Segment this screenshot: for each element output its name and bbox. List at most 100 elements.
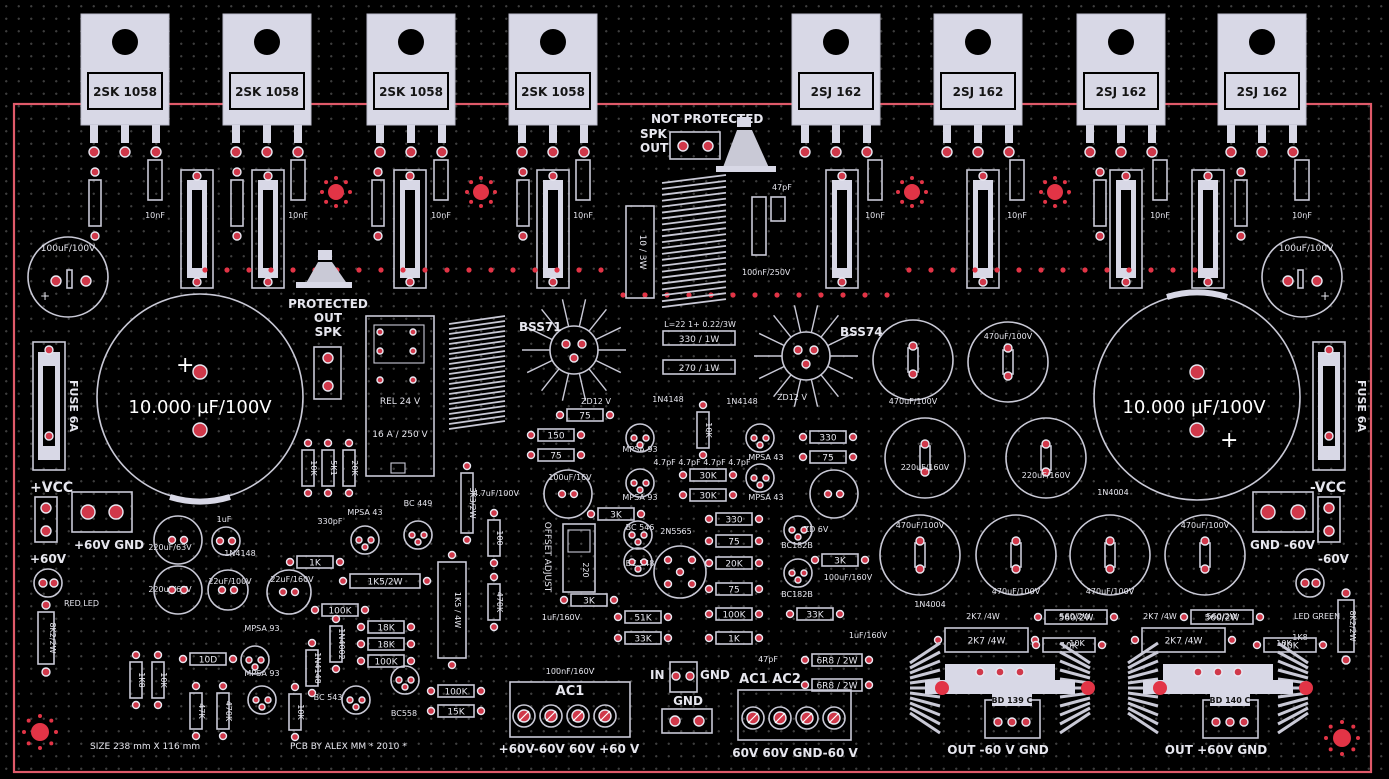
svg-text:1uF/160V: 1uF/160V <box>849 631 888 640</box>
svg-text:OUT: OUT <box>640 141 669 155</box>
resistor: 150 <box>526 428 586 442</box>
power-resistor-8 <box>1191 169 1225 289</box>
electrolytic-cap-large: 470uF/100V <box>879 514 961 596</box>
vcc-minus-label: -VCC <box>1310 480 1346 496</box>
svg-text:560/2W: 560/2W <box>1060 612 1091 621</box>
driver-heatsink: BD 139 C <box>909 641 1095 739</box>
resistor: 1K5/2W <box>338 573 432 589</box>
electrolytic-cap <box>207 569 249 611</box>
cap-100uf-left: 100uF/100V + <box>27 236 109 318</box>
resistor: 75 <box>704 534 764 548</box>
speaker-icon-right <box>716 117 776 172</box>
svg-text:220uF/63V: 220uF/63V <box>148 543 192 552</box>
svg-text:BC 548: BC 548 <box>626 559 655 568</box>
svg-text:3K: 3K <box>610 511 623 521</box>
svg-text:15K: 15K <box>447 708 465 718</box>
resistor: 10K <box>696 400 713 460</box>
resistor: 560/2W <box>1033 609 1119 625</box>
svg-text:6R8 / 2W: 6R8 / 2W <box>816 657 857 667</box>
resistor: 1K5 / 4W <box>437 550 467 670</box>
small-transistor <box>783 515 813 545</box>
svg-text:MPSA 43: MPSA 43 <box>748 453 783 462</box>
svg-text:10K: 10K <box>1281 642 1299 652</box>
svg-text:BC 543: BC 543 <box>314 693 343 702</box>
svg-text:BC182B: BC182B <box>781 541 813 550</box>
small-transistor <box>350 525 380 555</box>
svg-text:+: + <box>1320 289 1330 303</box>
svg-text:+60V: +60V <box>30 552 67 566</box>
svg-text:10nF: 10nF <box>573 211 593 220</box>
inductor-coil <box>448 315 506 430</box>
svg-text:FUSE 6A: FUSE 6A <box>67 380 80 432</box>
svg-text:2SK 1058: 2SK 1058 <box>93 85 157 99</box>
svg-text:BC558: BC558 <box>391 709 417 718</box>
svg-text:BC 546: BC 546 <box>626 523 655 532</box>
svg-text:1K: 1K <box>309 559 322 569</box>
svg-text:2SK 1058: 2SK 1058 <box>521 85 585 99</box>
resistor: 33K <box>785 607 845 621</box>
protected-label: PROTECTED <box>288 297 368 311</box>
electrolytic-cap <box>266 569 312 615</box>
power-resistor-3 <box>393 169 427 289</box>
transistor-5: 2SJ 162 <box>791 13 881 158</box>
svg-text:22uF/160V: 22uF/160V <box>270 575 314 584</box>
power-resistor-2 <box>251 169 285 289</box>
resistor: 100K <box>704 607 764 621</box>
svg-text:OFFSET ADJUST: OFFSET ADJUST <box>542 522 552 593</box>
electrolytic-cap-large: 220uF/160V <box>884 417 966 499</box>
svg-text:75: 75 <box>728 538 739 548</box>
relay: REL 24 V 16 A / 250 V <box>365 315 435 477</box>
svg-text:100nF/250V: 100nF/250V <box>742 268 791 277</box>
svg-text:330 / 1W: 330 / 1W <box>679 335 720 345</box>
electrolytic-cap-large: 470uF/100V <box>975 514 1057 596</box>
svg-text:560/2W: 560/2W <box>1205 614 1240 624</box>
electrolytic-cap-large: 470uF/100V <box>872 319 954 406</box>
resistor: 330 <box>798 430 858 444</box>
svg-text:BD 140 C: BD 140 C <box>1210 696 1251 705</box>
transistor-2: 2SK 1058 <box>222 13 312 158</box>
svg-text:BSS74: BSS74 <box>840 325 883 339</box>
svg-text:BSS71: BSS71 <box>519 320 562 334</box>
resistor: 75 <box>526 448 586 462</box>
svg-text:100uF/160V: 100uF/160V <box>824 573 873 582</box>
driver-heatsink: BD 140 C <box>1127 641 1313 739</box>
svg-text:1K8: 1K8 <box>137 672 146 687</box>
svg-text:3K3/2W: 3K3/2W <box>468 487 477 518</box>
resistor: 1K8 <box>129 650 146 710</box>
small-transistor <box>625 423 655 453</box>
resistor: 3K <box>810 553 870 567</box>
svg-text:1uF: 1uF <box>217 515 232 524</box>
svg-text:+60V GND: +60V GND <box>74 538 144 552</box>
svg-text:2K7 /4W: 2K7 /4W <box>966 612 1000 621</box>
small-transistor <box>625 468 655 498</box>
svg-text:+: + <box>40 289 50 303</box>
big-capacitor-left: + 10.000 µF/100V <box>96 293 304 505</box>
svg-text:1N4148: 1N4148 <box>224 549 255 558</box>
resistor: 10K <box>301 438 318 498</box>
svg-text:1K5/2W: 1K5/2W <box>367 578 402 588</box>
credit-label: PCB BY ALEX MM * 2010 * <box>290 742 407 752</box>
svg-text:3K: 3K <box>834 557 847 567</box>
svg-text:MPSA 43: MPSA 43 <box>748 493 783 502</box>
svg-text:MPSA 93: MPSA 93 <box>244 624 279 633</box>
board-outline <box>12 102 1373 774</box>
resistor: 10K <box>151 650 168 710</box>
resistor: 1K <box>285 555 345 569</box>
electrolytic-cap-large: 470uF/100V <box>1069 514 1151 596</box>
resistor: 100K <box>356 654 416 668</box>
resistor: 1K <box>704 631 764 645</box>
svg-text:+: + <box>1220 428 1238 453</box>
power-resistor-6 <box>966 169 1000 289</box>
electrolytic-cap <box>211 526 241 556</box>
svg-text:4.7uF/100V: 4.7uF/100V <box>473 489 519 498</box>
resistor: 18K <box>356 637 416 651</box>
svg-text:8K2/2W: 8K2/2W <box>48 622 57 653</box>
svg-text:FUSE 6A: FUSE 6A <box>1355 380 1368 432</box>
svg-text:560/2W: 560/2W <box>1207 612 1238 621</box>
inductor-coil <box>661 174 727 308</box>
svg-text:75: 75 <box>579 412 590 422</box>
svg-text:1N4148: 1N4148 <box>726 397 757 406</box>
ac1-terminal <box>509 681 631 738</box>
svg-text:10K: 10K <box>1069 639 1085 648</box>
svg-text:3K: 3K <box>583 597 596 607</box>
